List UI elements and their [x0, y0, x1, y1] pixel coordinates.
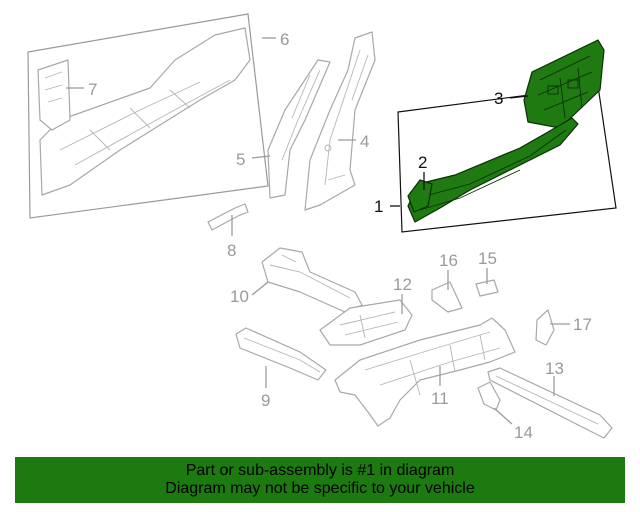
callout-2: 2 [418, 153, 427, 172]
part-9-crossmember [235, 327, 327, 381]
callout-7: 7 [88, 80, 97, 99]
callout-14: 14 [514, 423, 533, 442]
callout-12: 12 [393, 275, 412, 294]
callout-labels: 6 7 5 4 8 10 12 16 15 17 9 11 13 14 1 2 … [88, 30, 592, 442]
part-16-bracket [431, 281, 463, 313]
callout-6: 6 [280, 30, 289, 49]
leader-3 [509, 95, 529, 99]
part-6-outer-panel [27, 13, 269, 219]
part-11-floor-assembly [334, 317, 516, 427]
leader-10 [251, 281, 269, 296]
part-5-pillar [267, 59, 331, 199]
part-1-rocker-panel [407, 117, 579, 223]
callout-17: 17 [573, 315, 592, 334]
info-banner: Part or sub-assembly is #1 in diagram Di… [15, 457, 625, 503]
part-13-sill-rail [487, 367, 613, 439]
callout-15: 15 [478, 249, 497, 268]
callout-11: 11 [431, 389, 449, 408]
leader-5 [251, 155, 271, 159]
callout-16: 16 [439, 251, 458, 270]
leader-lines [66, 37, 570, 425]
callout-8: 8 [227, 241, 236, 260]
callout-4: 4 [360, 132, 369, 151]
callout-5: 5 [236, 150, 245, 169]
part-12-floor-section [319, 299, 413, 346]
part-10-rail [261, 247, 363, 313]
leader-14 [493, 407, 513, 425]
callout-10: 10 [230, 287, 249, 306]
part-2-reinforcement [407, 179, 433, 213]
part-15-clip [475, 279, 499, 297]
part-17-bracket [535, 309, 555, 346]
part-6-box [27, 13, 269, 219]
part-3-panel [523, 39, 605, 129]
part-14-bracket [477, 381, 501, 411]
callout-3: 3 [494, 89, 503, 108]
callout-9: 9 [261, 391, 270, 410]
banner-line-2: Diagram may not be specific to your vehi… [165, 480, 475, 497]
callout-13: 13 [545, 359, 564, 378]
part-8-bracket [207, 203, 249, 231]
banner-line-1: Part or sub-assembly is #1 in diagram [185, 462, 455, 479]
part-4-pillar [304, 31, 376, 211]
parts-diagram: 6 7 5 4 8 10 12 16 15 17 9 11 13 14 1 2 … [27, 13, 617, 442]
callout-1: 1 [374, 197, 383, 216]
